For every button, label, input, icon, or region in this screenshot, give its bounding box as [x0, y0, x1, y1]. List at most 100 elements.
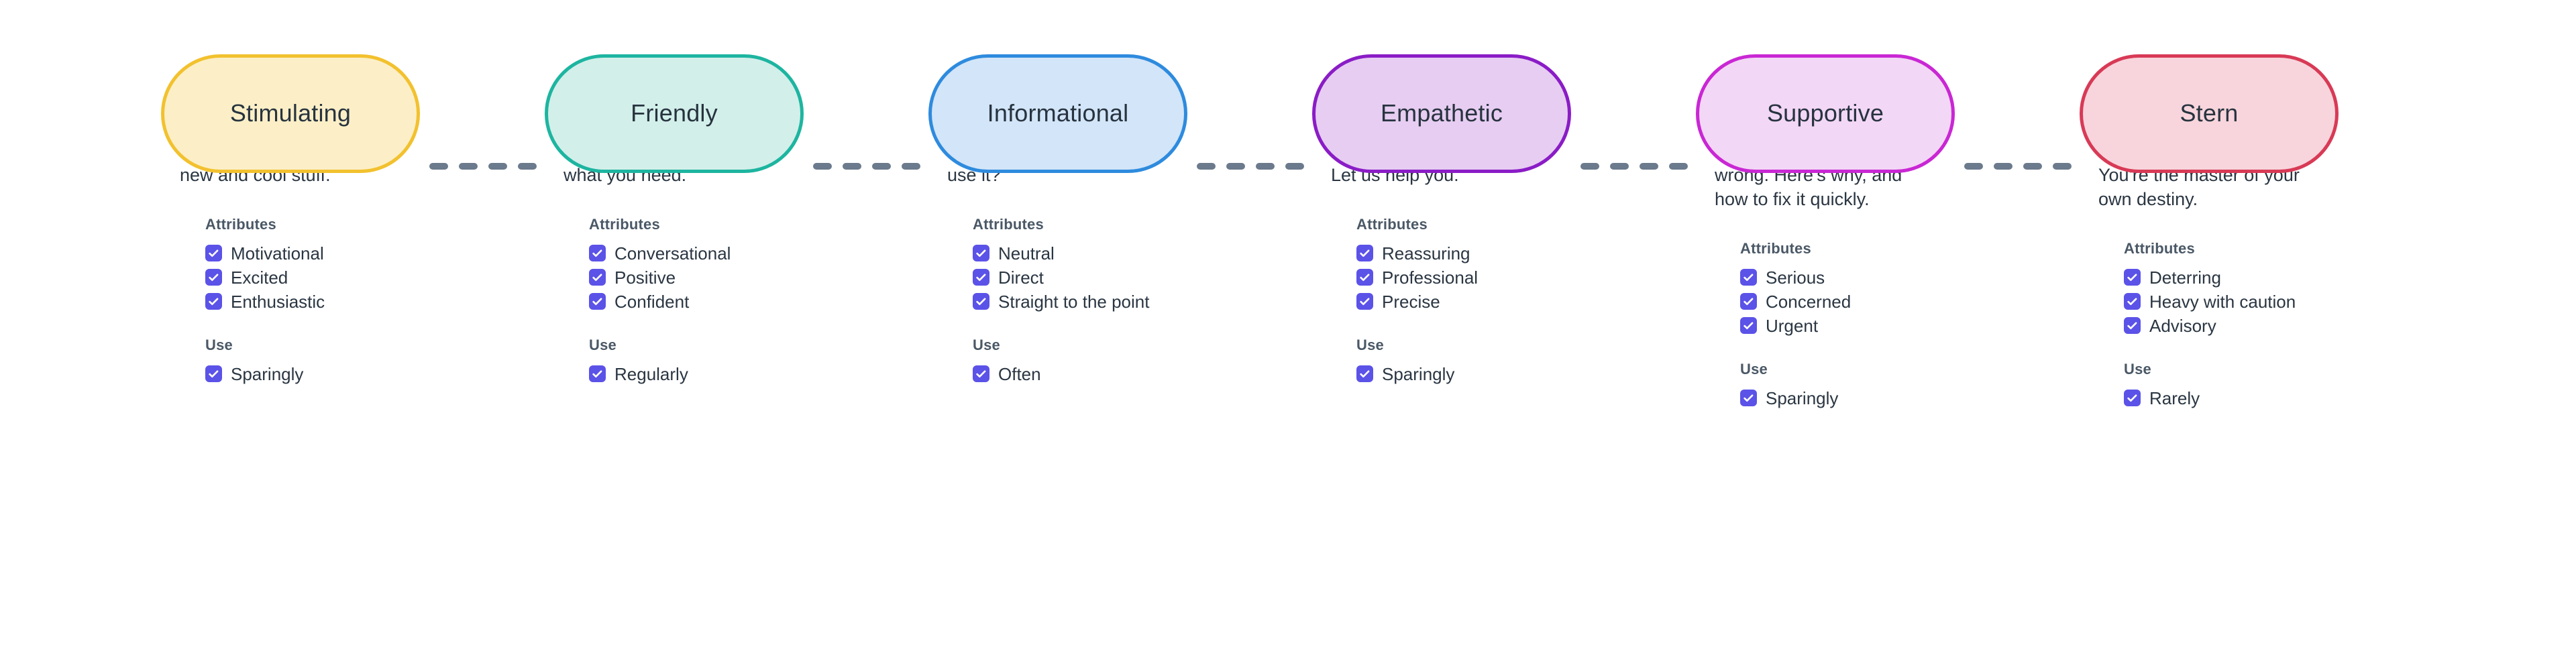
checkbox-row[interactable]: Heavy with caution [2124, 290, 2463, 314]
pill-row: Supportive [1696, 0, 2080, 173]
checkbox-row[interactable]: Precise [1356, 290, 1696, 314]
checkbox-row[interactable]: Conversational [589, 241, 928, 266]
checkmark-icon[interactable] [973, 293, 989, 310]
checkmark-icon[interactable] [973, 245, 989, 262]
tone-column: EmpatheticSomething could be wrong. Let … [1312, 0, 1696, 386]
checkbox-row[interactable]: Regularly [589, 362, 928, 386]
dashed-line-icon [808, 163, 928, 170]
checkmark-icon[interactable] [1356, 269, 1373, 286]
checkbox-row[interactable]: Concerned [1740, 290, 2080, 314]
connector-dash [2053, 163, 2072, 170]
checkbox-row[interactable]: Often [973, 362, 1312, 386]
checkmark-icon[interactable] [2124, 293, 2141, 310]
checkmark-icon[interactable] [589, 365, 606, 383]
checkbox-label: Sparingly [1766, 388, 1839, 408]
checkmark-icon[interactable] [2124, 317, 2141, 335]
group-title-use: Use [205, 336, 233, 353]
checkmark-icon[interactable] [589, 293, 606, 310]
checkbox-label: Conversational [614, 243, 731, 263]
checkmark-icon[interactable] [205, 245, 222, 262]
tone-pill[interactable]: Empathetic [1312, 54, 1571, 173]
checkbox-row[interactable]: Urgent [1740, 314, 2080, 338]
checkmark-icon[interactable] [1740, 390, 1757, 407]
checkmark-icon[interactable] [205, 293, 222, 310]
tone-pill[interactable]: Stimulating [161, 54, 420, 173]
group-title-attributes: Attributes [1740, 239, 1811, 257]
checkmark-icon[interactable] [973, 269, 989, 286]
checkbox-label: Sparingly [231, 363, 304, 384]
checkmark-icon[interactable] [2124, 390, 2141, 407]
checkmark-icon[interactable] [1356, 245, 1373, 262]
pill-row: Stern [2080, 0, 2463, 173]
checkbox-label: Often [998, 363, 1041, 384]
tone-pill[interactable]: Stern [2080, 54, 2339, 173]
checkmark-icon[interactable] [1356, 293, 1373, 310]
checkmark-icon[interactable] [589, 245, 606, 262]
checkbox-row[interactable]: Reassuring [1356, 241, 1696, 266]
checkmark-icon[interactable] [1356, 365, 1373, 383]
checkbox-row[interactable]: Serious [1740, 266, 2080, 290]
group-title-use: Use [973, 336, 1000, 353]
checkmark-icon[interactable] [973, 365, 989, 383]
connector-dash [1197, 163, 1216, 170]
checkbox-row[interactable]: Motivational [205, 241, 545, 266]
tone-column: InformationalWhat is this? How to use it… [928, 0, 1312, 386]
connector-dash [429, 163, 448, 170]
checkmark-icon[interactable] [205, 269, 222, 286]
checkbox-row[interactable]: Excited [205, 266, 545, 290]
checkbox-label: Concerned [1766, 291, 1851, 312]
checkbox-label: Deterring [2149, 267, 2221, 288]
connector-dash [1994, 163, 2012, 170]
checkbox-label: Professional [1382, 267, 1479, 288]
checkbox-label: Advisory [2149, 315, 2216, 336]
checkbox-row[interactable]: Professional [1356, 266, 1696, 290]
checkbox-row[interactable]: Straight to the point [973, 290, 1312, 314]
connector-dash [1226, 163, 1245, 170]
checkbox-row[interactable]: Direct [973, 266, 1312, 290]
checkbox-row[interactable]: Sparingly [205, 362, 545, 386]
group-title-attributes: Attributes [1356, 215, 1428, 233]
tone-pill-label: Stern [2180, 99, 2239, 127]
checkbox-row[interactable]: Neutral [973, 241, 1312, 266]
checkbox-label: Precise [1382, 291, 1440, 312]
checkmark-icon[interactable] [205, 365, 222, 383]
pill-row: Empathetic [1312, 0, 1696, 173]
checkmark-icon[interactable] [1740, 293, 1757, 310]
checkbox-row[interactable]: Sparingly [1740, 386, 2080, 410]
checkmark-icon[interactable] [1740, 317, 1757, 335]
tone-pill[interactable]: Supportive [1696, 54, 1955, 173]
connector-dash [1964, 163, 1983, 170]
dashed-line-icon [1959, 163, 2080, 170]
checkbox-label: Motivational [231, 243, 324, 263]
checkbox-label: Positive [614, 267, 676, 288]
tone-pill-label: Stimulating [229, 99, 352, 127]
connector-dash [1669, 163, 1688, 170]
tone-pill[interactable]: Informational [928, 54, 1187, 173]
tone-column: FriendlyWe'll help you find what you nee… [545, 0, 928, 386]
checkbox-row[interactable]: Sparingly [1356, 362, 1696, 386]
checkbox-row[interactable]: Enthusiastic [205, 290, 545, 314]
checkbox-row[interactable]: Rarely [2124, 386, 2463, 410]
checkbox-row[interactable]: Advisory [2124, 314, 2463, 338]
checkmark-icon[interactable] [2124, 269, 2141, 286]
tone-pill-label: Informational [987, 99, 1129, 127]
checkmark-icon[interactable] [589, 269, 606, 286]
connector-dash [813, 163, 832, 170]
checkbox-label: Regularly [614, 363, 688, 384]
checkbox-label: Straight to the point [998, 291, 1150, 312]
checkbox-row[interactable]: Confident [589, 290, 928, 314]
tone-pill[interactable]: Friendly [545, 54, 804, 173]
checkbox-row[interactable]: Positive [589, 266, 928, 290]
checkbox-row[interactable]: Deterring [2124, 266, 2463, 290]
checkbox-label: Direct [998, 267, 1044, 288]
checkmark-icon[interactable] [1740, 269, 1757, 286]
